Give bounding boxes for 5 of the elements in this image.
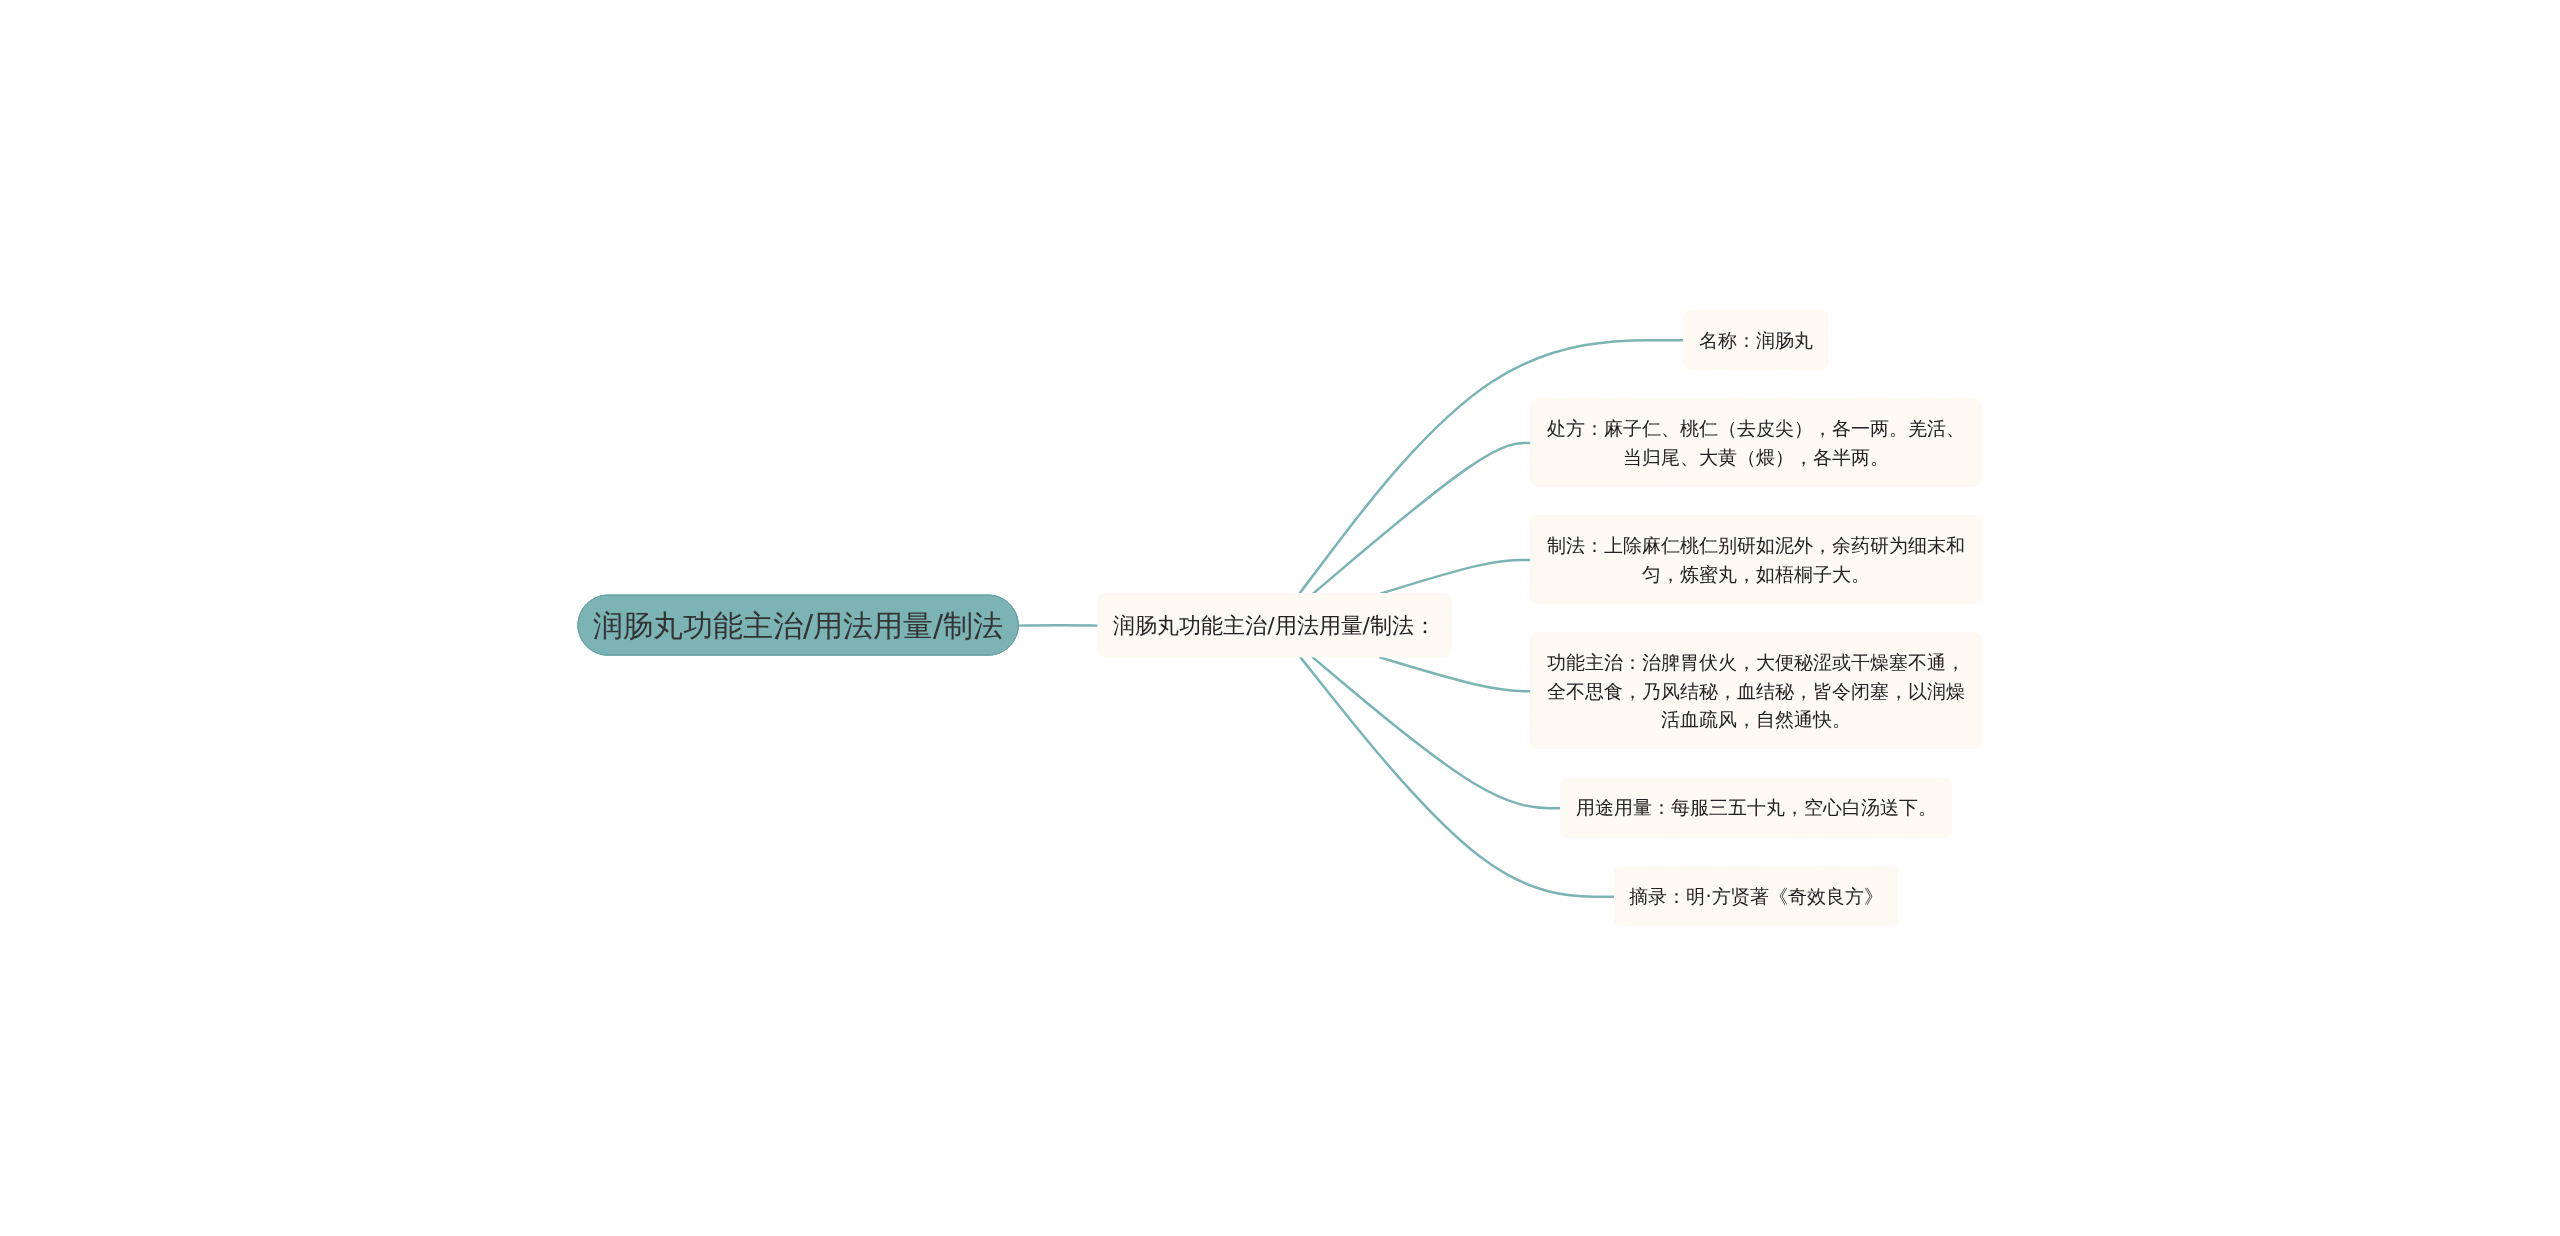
- connector: [1379, 655, 1532, 693]
- connector: [1299, 656, 1616, 898]
- connector: [1298, 338, 1685, 595]
- connector: [1312, 656, 1562, 810]
- connector: [1019, 624, 1100, 627]
